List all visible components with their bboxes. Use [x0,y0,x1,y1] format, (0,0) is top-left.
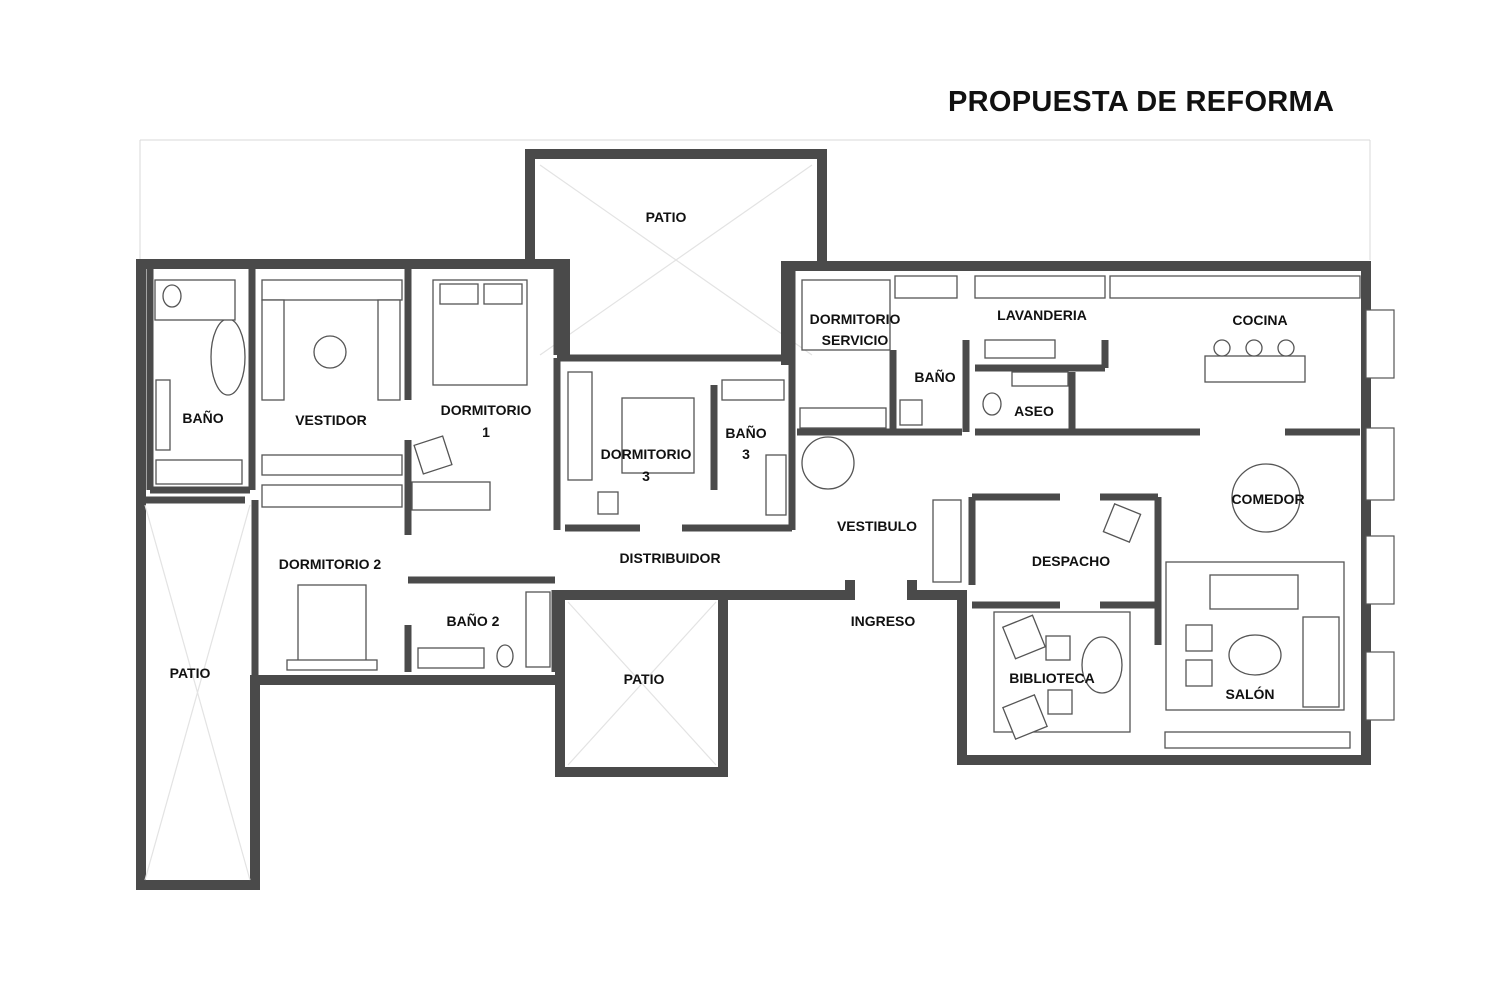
patio-middle [555,580,855,777]
label-lavanderia: LAVANDERIA [997,307,1087,323]
label-patio-middle: PATIO [624,671,665,687]
label-vestidor: VESTIDOR [295,412,367,428]
label-bano-master: BAÑO [182,409,223,426]
label-patio-left: PATIO [170,665,211,681]
room-labels: PATIO BAÑO VESTIDOR DORMITORIO 1 DORMITO… [170,209,1305,702]
plan-title: PROPUESTA DE REFORMA [948,86,1335,118]
construction-lines [139,139,1371,260]
label-ingreso: INGRESO [851,613,916,629]
label-dormitorio-servicio-line1: DORMITORIO [810,311,901,327]
label-dormitorio-servicio-line2: SERVICIO [822,332,889,348]
label-bano-3-line2: 3 [742,446,750,462]
label-comedor: COMEDOR [1231,491,1304,507]
label-biblioteca: BIBLIOTECA [1009,670,1095,686]
label-dormitorio-1-line1: DORMITORIO [441,402,532,418]
label-despacho: DESPACHO [1032,553,1110,569]
east-wing [781,261,1395,765]
label-dormitorio-2: DORMITORIO 2 [279,556,382,572]
patio-top [525,149,827,356]
label-salon: SALÓN [1226,685,1275,702]
label-bano-servicio: BAÑO [914,368,955,385]
label-patio-top: PATIO [646,209,687,225]
dormitorio-3-block [557,270,796,532]
label-dormitorio-3-line1: DORMITORIO [601,446,692,462]
label-cocina: COCINA [1232,312,1287,328]
label-aseo: ASEO [1014,403,1054,419]
label-bano-2: BAÑO 2 [447,612,500,629]
label-dormitorio-1-line2: 1 [482,424,490,440]
label-dormitorio-3-line2: 3 [642,468,650,484]
patio-left [144,504,251,881]
label-distribuidor: DISTRIBUIDOR [619,550,720,566]
label-bano-3-line1: BAÑO [725,424,766,441]
label-vestibulo: VESTIBULO [837,518,917,534]
